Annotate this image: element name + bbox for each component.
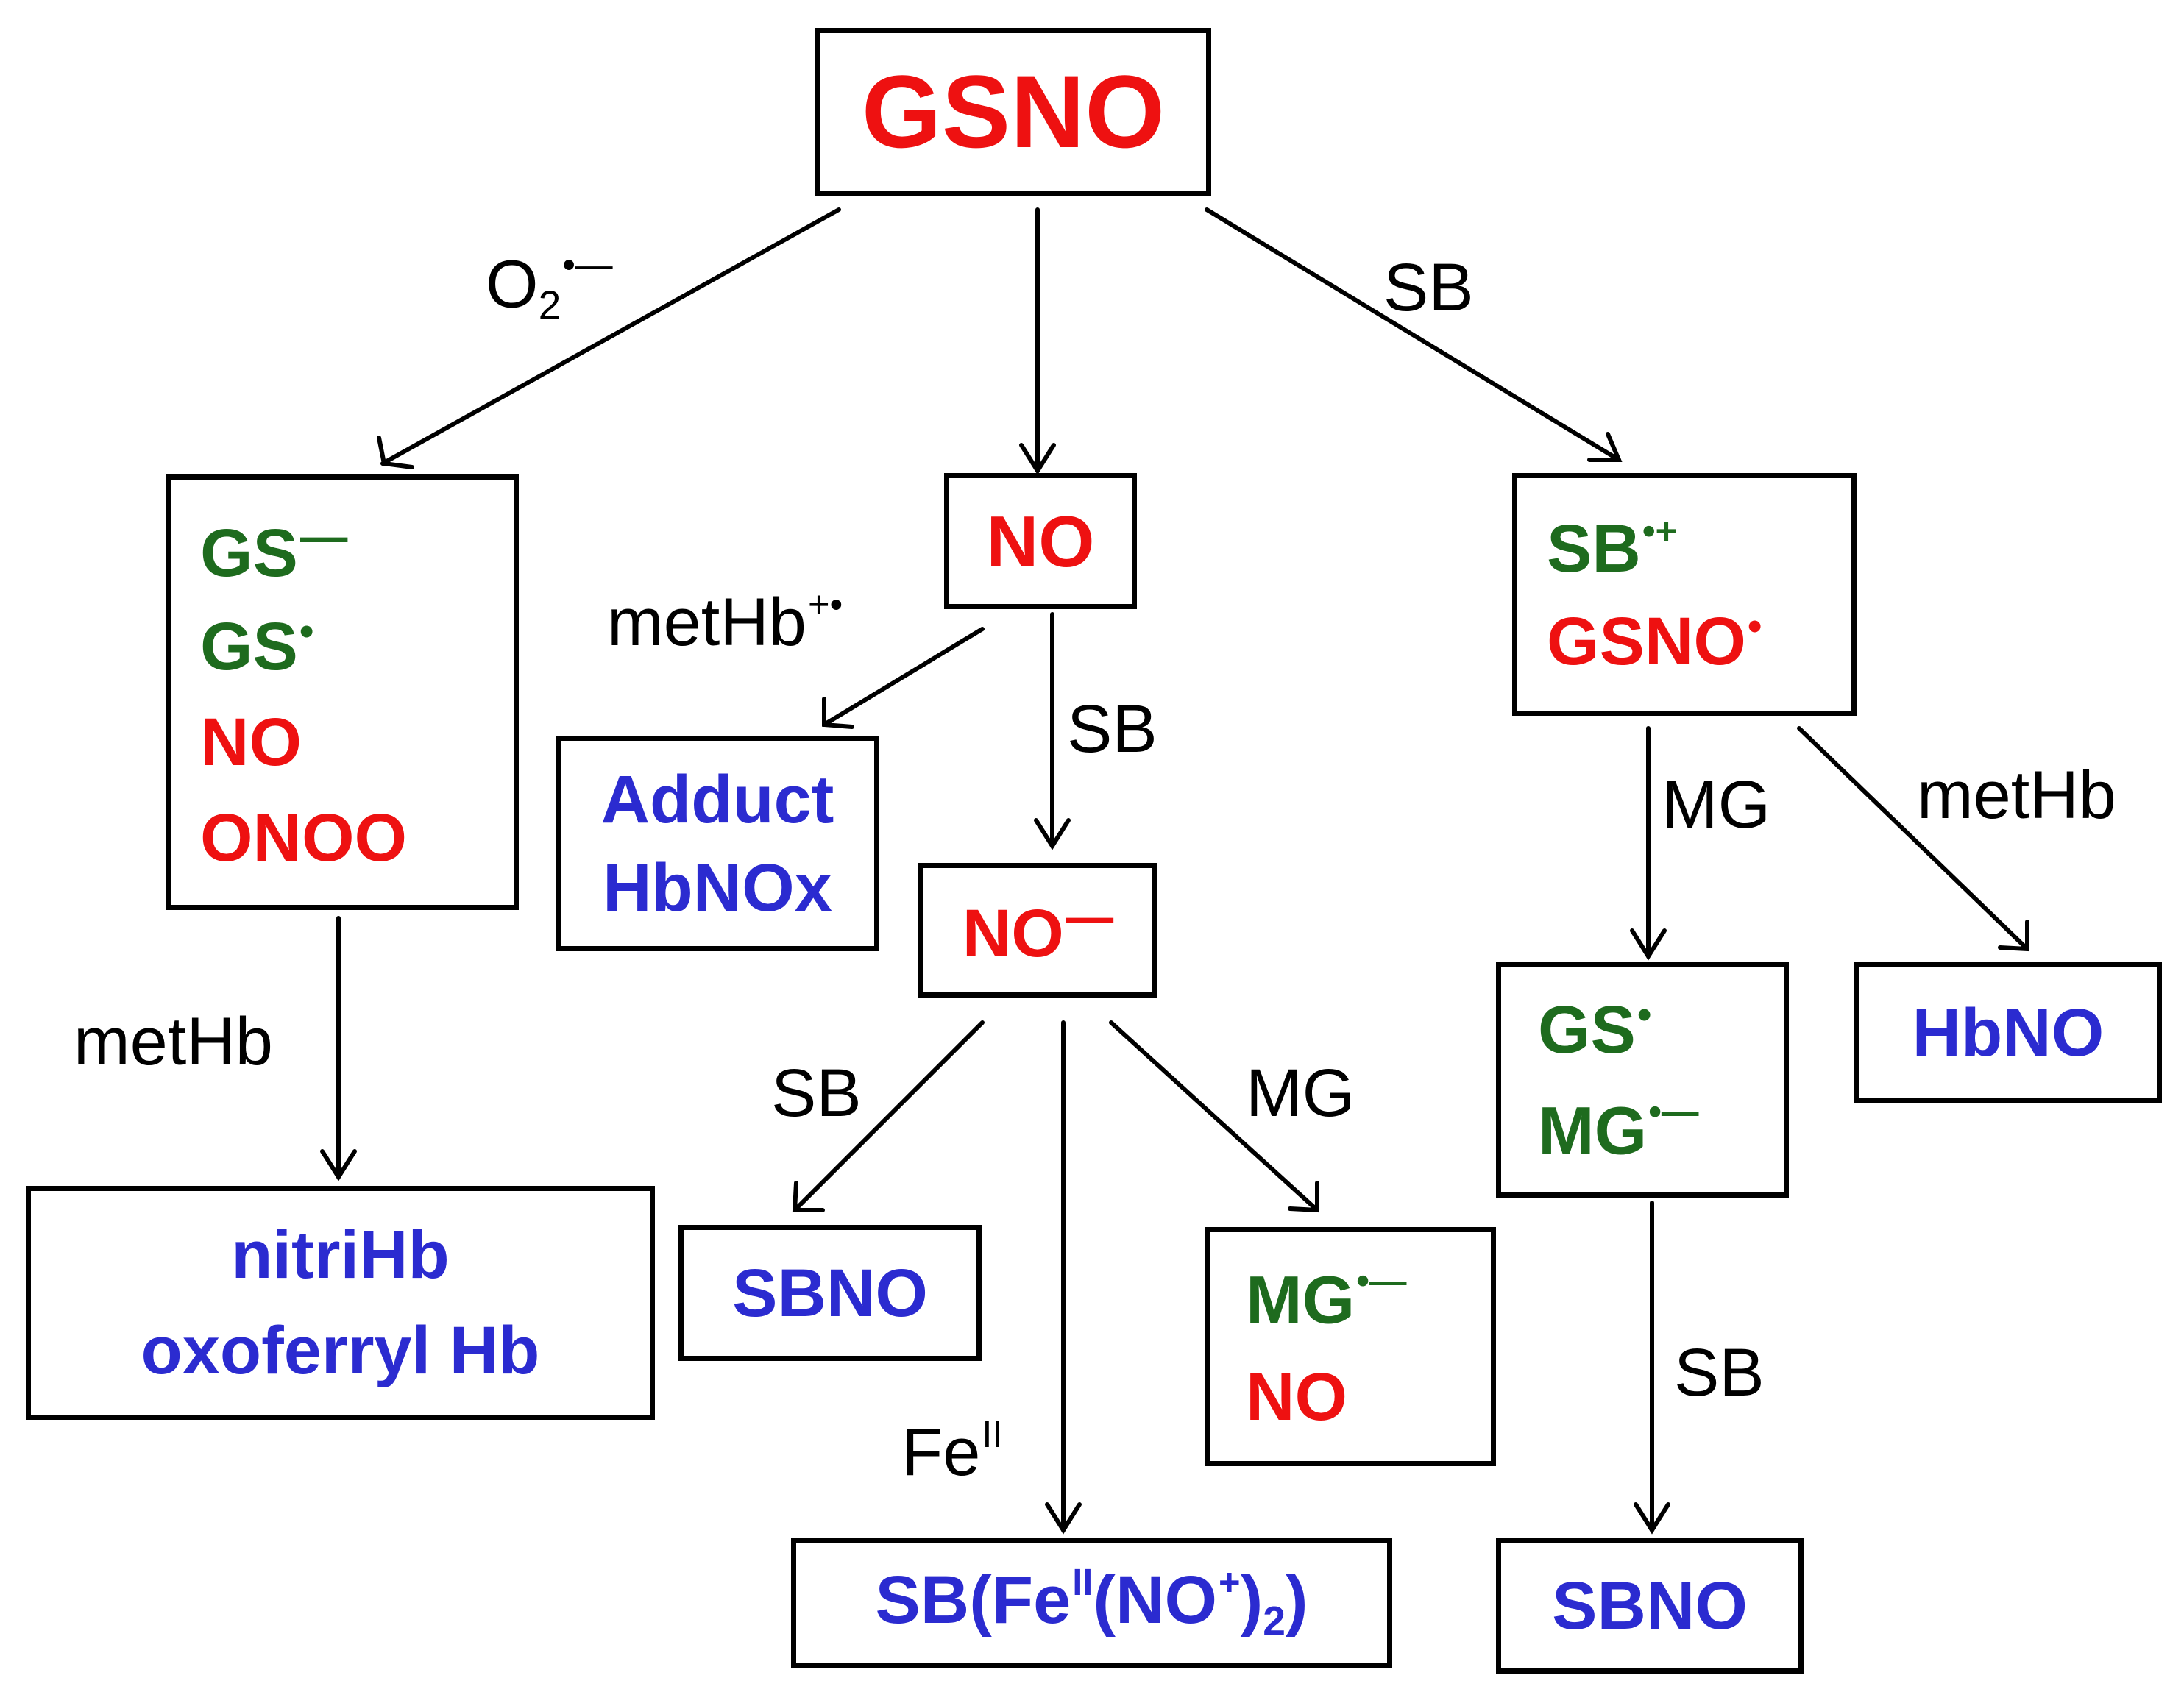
gsno-box: GSNO: [815, 28, 1211, 196]
label-methb-left: metHb: [74, 1004, 273, 1079]
arrow-gsno-to-right: [1205, 207, 1621, 462]
adduct-box: Adduct HbNOx: [556, 736, 879, 951]
arrowhead-gsno-to-left: [377, 436, 414, 469]
label-mg-nominus: MG: [1246, 1056, 1355, 1131]
mg-radical-anion-right: MG•—: [1538, 1090, 1699, 1169]
arrowhead-no-to-nitroxyl: [1034, 818, 1071, 850]
hbno-box: HbNO: [1854, 962, 2162, 1103]
arrowhead-left-to-nitrihb: [320, 1149, 357, 1181]
no-box: NO: [944, 473, 1137, 609]
hbno-label: HbNO: [1912, 995, 2105, 1070]
no-label: NO: [986, 500, 1095, 582]
gsno-radical: GSNO•: [1547, 603, 1762, 680]
label-fe: FeII: [901, 1413, 1003, 1490]
label-methb-right: metHb: [1917, 758, 2116, 833]
gs-mg-box: GS• MG•—: [1496, 962, 1789, 1198]
sbfe-box: SB(FeII(NO+)2): [791, 1538, 1392, 1668]
gsno-label: GSNO: [861, 54, 1166, 169]
arrow-gsno-to-left: [380, 207, 841, 466]
label-mg-right: MG: [1662, 767, 1771, 842]
label-sb-no: SB: [1067, 692, 1157, 767]
nitroxyl-label: NO—: [962, 889, 1114, 972]
nitrihb-box: nitriHb oxoferryl Hb: [26, 1186, 655, 1420]
arrow-no-to-adduct: [822, 627, 985, 727]
mg-box-no: NO: [1246, 1359, 1347, 1435]
sbno-mid-box: SBNO: [678, 1225, 982, 1361]
mg-radical-box: MG•— NO: [1205, 1227, 1496, 1466]
adduct-line1: Adduct: [600, 761, 834, 837]
onoo-product: ONOO: [200, 800, 408, 875]
arrow-nitroxyl-to-mg: [1109, 1020, 1319, 1212]
arrowhead-right-to-gsmg: [1630, 928, 1667, 961]
arrowhead-no-to-adduct: [822, 697, 854, 729]
arrowhead-nitroxyl-to-sbno: [792, 1181, 825, 1212]
adduct-line2: HbNOx: [603, 850, 832, 925]
sbfe-label: SB(FeII(NO+)2): [875, 1561, 1308, 1644]
gs-radical-right: GS•: [1538, 992, 1652, 1068]
arrowhead-gsmg-to-sbno: [1634, 1502, 1670, 1535]
label-sb-top: SB: [1383, 250, 1474, 325]
label-sb-nominus: SB: [771, 1056, 862, 1131]
arrowhead-nitroxyl-to-mg: [1288, 1181, 1319, 1213]
label-methb-plus: metHb+•: [607, 583, 843, 660]
gs-radical: GS•: [200, 608, 314, 684]
sb-radical-box: SB•+ GSNO•: [1512, 473, 1857, 716]
label-sb-bottom-right: SB: [1674, 1335, 1765, 1410]
arrowhead-right-to-hbno: [1998, 920, 2029, 952]
no-product: NO: [200, 704, 302, 780]
label-superoxide: O2•—: [486, 244, 613, 329]
gs-anion: GS—: [200, 510, 348, 591]
arrowhead-gsno-to-no: [1019, 443, 1056, 475]
sbno-right-label: SBNO: [1552, 1568, 1748, 1643]
sb-radical-cation: SB•+: [1547, 510, 1678, 587]
gsno-superoxide-products-box: GS— GS• NO ONOO: [166, 474, 519, 910]
mg-radical-anion: MG•—: [1246, 1259, 1407, 1338]
sbno-right-box: SBNO: [1496, 1538, 1804, 1674]
arrow-right-to-hbno: [1797, 726, 2029, 951]
arrow-nitroxyl-to-sbno: [793, 1020, 985, 1212]
arrowhead-nitroxyl-to-sbfe: [1045, 1502, 1082, 1535]
nitroxyl-box: NO—: [918, 863, 1157, 998]
nitrihb-line1: nitriHb: [231, 1218, 450, 1293]
nitrihb-line2: oxoferryl Hb: [141, 1313, 540, 1388]
sbno-mid-label: SBNO: [732, 1255, 928, 1331]
arrowhead-gsno-to-right: [1587, 432, 1623, 462]
